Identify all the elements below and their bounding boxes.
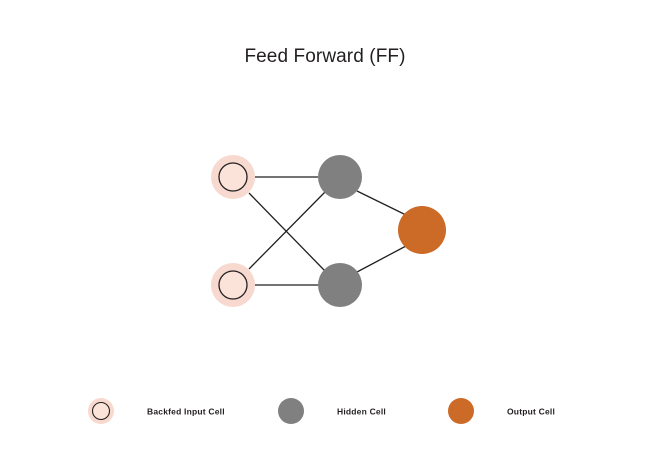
edge-h2-o1: [356, 245, 407, 273]
legend-output-marker: [448, 398, 474, 424]
node-backfed-input-cell-2[interactable]: [211, 263, 255, 307]
legend: Backfed Input Cell Hidden Cell Output Ce…: [88, 398, 555, 424]
page-title: Feed Forward (FF): [244, 46, 406, 67]
edge-h1-o1: [356, 190, 407, 216]
legend-item-backfed-input-cell[interactable]: Backfed Input Cell: [88, 398, 225, 424]
backfed-input-ring: [218, 162, 248, 192]
legend-item-output-cell[interactable]: Output Cell: [448, 398, 555, 424]
edge-group: [248, 176, 407, 286]
backfed-input-ring: [218, 270, 248, 300]
legend-item-hidden-cell[interactable]: Hidden Cell: [278, 398, 386, 424]
node-hidden-cell-1[interactable]: [318, 155, 362, 199]
edge-i2-h1: [248, 191, 326, 270]
input-layer: [211, 155, 255, 307]
legend-label-backfed-input-cell: Backfed Input Cell: [147, 406, 225, 416]
node-hidden-cell-2[interactable]: [318, 263, 362, 307]
hidden-layer: [318, 155, 362, 307]
legend-label-output-cell: Output Cell: [507, 406, 555, 416]
legend-backfed-input-ring: [91, 401, 111, 421]
legend-hidden-marker: [278, 398, 304, 424]
output-layer: [398, 206, 446, 254]
edge-i1-h2: [248, 192, 326, 272]
node-output-cell-1[interactable]: [398, 206, 446, 254]
node-backfed-input-cell-1[interactable]: [211, 155, 255, 199]
legend-label-hidden-cell: Hidden Cell: [337, 406, 386, 416]
